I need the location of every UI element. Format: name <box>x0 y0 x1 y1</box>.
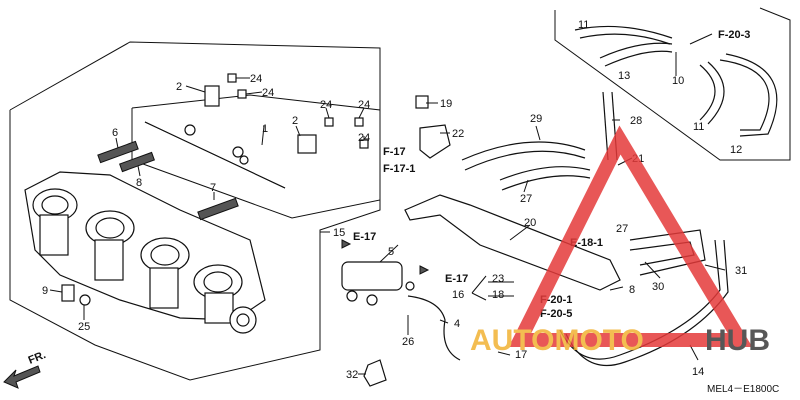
label-7: 7 <box>210 182 216 194</box>
assembly-outline <box>9 41 381 381</box>
label-24a: 24 <box>250 73 262 85</box>
label-27a: 27 <box>520 193 532 205</box>
label-16: 16 <box>452 289 464 301</box>
ref-e17-a: E-17 <box>353 231 376 243</box>
front-direction-arrow: FR. <box>3 349 48 389</box>
direction-label: FR. <box>27 349 48 367</box>
label-23: 23 <box>492 273 504 285</box>
label-15: 15 <box>333 227 345 239</box>
label-29: 29 <box>530 113 542 125</box>
clip-32 <box>363 359 387 387</box>
leader-lines <box>49 33 726 375</box>
ref-f20-3: F-20-3 <box>718 29 750 41</box>
label-24d: 24 <box>358 99 370 111</box>
ref-f17: F-17 <box>383 146 406 158</box>
ref-f20-5: F-20-5 <box>540 308 572 320</box>
watermark-triangle <box>508 125 753 347</box>
label-32: 32 <box>346 369 358 381</box>
injectors <box>97 140 239 221</box>
label-26: 26 <box>402 336 414 348</box>
label-30: 30 <box>652 281 664 293</box>
diagram-code: MEL4－E1800C <box>707 384 779 395</box>
label-18: 18 <box>492 289 504 301</box>
bracket-assembly <box>404 194 621 291</box>
label-11a: 11 <box>578 19 589 31</box>
label-8b: 8 <box>629 284 635 296</box>
label-9: 9 <box>42 285 48 297</box>
label-10: 10 <box>672 75 684 87</box>
fuel-rail <box>144 121 286 189</box>
label-31: 31 <box>735 265 747 277</box>
label-24c: 24 <box>320 99 332 111</box>
purge-valve <box>341 261 415 306</box>
rail-subbox <box>131 94 381 219</box>
label-22: 22 <box>452 128 464 140</box>
label-27b: 27 <box>616 223 628 235</box>
label-24e: 24 <box>358 132 370 144</box>
label-2a: 2 <box>176 81 182 93</box>
label-4: 4 <box>454 318 460 330</box>
ref-e17-b: E-17 <box>445 273 468 285</box>
label-13: 13 <box>618 70 630 82</box>
hose-group-box <box>554 7 791 161</box>
label-6: 6 <box>112 127 118 139</box>
label-28: 28 <box>630 115 642 127</box>
label-8a: 8 <box>136 177 142 189</box>
label-11b: 11 <box>693 121 704 133</box>
reference-codes: F-17 F-17-1 E-17 E-17 E-18-1 F-20-1 F-20… <box>341 29 750 320</box>
label-12: 12 <box>730 144 742 156</box>
ref-f17-1: F-17-1 <box>383 163 415 175</box>
label-17: 17 <box>515 349 527 361</box>
label-5: 5 <box>388 246 394 258</box>
ref-e18-1: E-18-1 <box>570 237 603 249</box>
watermark-text-main: AUTOMOTO <box>470 324 644 357</box>
label-2b: 2 <box>292 115 298 127</box>
label-20: 20 <box>524 217 536 229</box>
part-labels: 1 2 2 4 5 6 7 8 8 9 10 11 11 12 13 14 15… <box>42 19 747 381</box>
throttle-body <box>24 171 266 334</box>
label-24b: 24 <box>262 87 274 99</box>
label-19: 19 <box>440 98 452 110</box>
label-25: 25 <box>78 321 90 333</box>
label-14: 14 <box>692 366 704 378</box>
watermark-text-hub: HUB <box>705 324 770 357</box>
small-fasteners <box>61 73 369 306</box>
watermark: AUTOMOTO HUB <box>470 125 770 357</box>
label-1: 1 <box>262 123 268 135</box>
